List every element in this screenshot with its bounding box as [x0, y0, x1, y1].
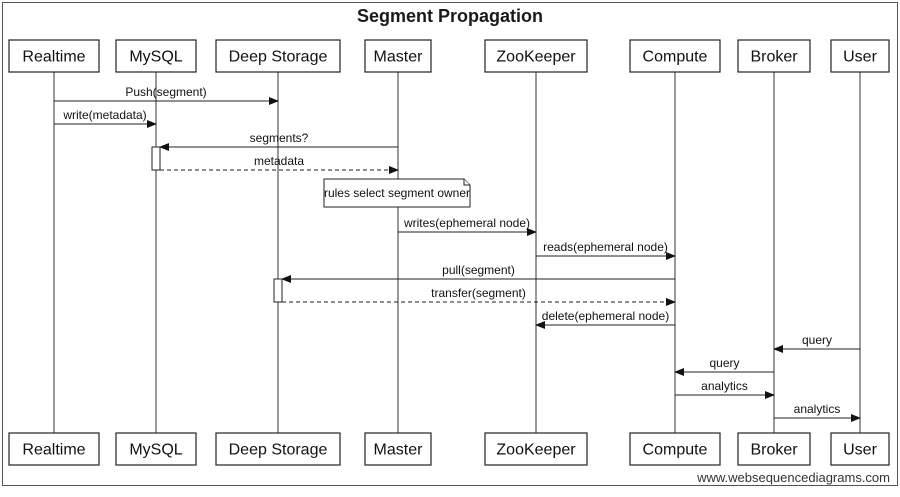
message-8: transfer(segment): [282, 286, 676, 306]
participant-broker-bottom: Broker: [737, 432, 811, 466]
message-label: analytics: [701, 379, 748, 393]
participant-label: Broker: [750, 49, 798, 66]
message-12: analytics: [675, 379, 775, 399]
participant-deepstorage-top: Deep Storage: [215, 39, 341, 73]
message-3: segments?: [159, 131, 398, 151]
participant-broker-top: Broker: [737, 39, 811, 73]
message-13: analytics: [774, 402, 861, 422]
participant-compute-bottom: Compute: [629, 432, 721, 466]
participant-label: Master: [374, 442, 424, 459]
message-label: pull(segment): [442, 263, 515, 277]
message-10: query: [773, 333, 860, 353]
message-6: reads(ephemeral node): [536, 240, 676, 260]
participant-label: Master: [374, 49, 424, 66]
note-rules: rules select segment owner: [323, 178, 471, 208]
diagram-frame: [2, 2, 898, 486]
participant-realtime-bottom: Realtime: [8, 432, 100, 466]
participant-label: ZooKeeper: [496, 49, 576, 66]
participant-realtime-top: Realtime: [8, 39, 100, 73]
participant-label: MySQL: [129, 442, 182, 459]
participant-zookeeper-top: ZooKeeper: [484, 39, 588, 73]
message-label: write(metadata): [62, 108, 146, 122]
message-11: query: [674, 356, 774, 376]
watermark-text: www.websequencediagrams.com: [697, 470, 890, 485]
message-label: delete(ephemeral node): [542, 309, 669, 323]
diagram-title: Segment Propagation: [356, 6, 544, 26]
participant-zookeeper-bottom: ZooKeeper: [484, 432, 588, 466]
activation-bar-mysql: [151, 146, 161, 171]
message-label: query: [802, 333, 832, 347]
participant-compute-top: Compute: [629, 39, 721, 73]
participant-user-bottom: User: [830, 432, 890, 466]
participant-label: Deep Storage: [229, 442, 328, 459]
message-label: transfer(segment): [431, 286, 526, 300]
message-5: writes(ephemeral node): [398, 216, 537, 236]
message-label: segments?: [250, 131, 309, 145]
participant-label: Compute: [643, 49, 708, 66]
participant-user-top: User: [830, 39, 890, 73]
message-2: write(metadata): [54, 108, 157, 128]
activation-bar-deepstorage: [273, 278, 283, 303]
participant-master-top: Master: [364, 39, 432, 73]
message-4: metadata: [160, 154, 399, 174]
participant-label: Compute: [643, 442, 708, 459]
participant-label: Realtime: [22, 442, 85, 459]
participant-label: Broker: [750, 442, 798, 459]
participant-label: User: [843, 442, 877, 459]
message-label: writes(ephemeral node): [403, 216, 530, 230]
participant-mysql-bottom: MySQL: [115, 432, 197, 466]
participant-label: User: [843, 49, 877, 66]
message-label: Push(segment): [125, 85, 206, 99]
participant-label: Deep Storage: [229, 49, 328, 66]
message-9: delete(ephemeral node): [535, 309, 675, 329]
message-7: pull(segment): [281, 263, 675, 283]
participant-master-bottom: Master: [364, 432, 432, 466]
message-label: query: [709, 356, 739, 370]
note-text: rules select segment owner: [324, 186, 470, 200]
participant-deepstorage-bottom: Deep Storage: [215, 432, 341, 466]
message-label: analytics: [794, 402, 841, 416]
participant-label: MySQL: [129, 49, 182, 66]
message-label: reads(ephemeral node): [543, 240, 668, 254]
participant-label: Realtime: [22, 49, 85, 66]
message-label: metadata: [254, 154, 304, 168]
message-1: Push(segment): [54, 85, 279, 105]
participant-mysql-top: MySQL: [115, 39, 197, 73]
participant-label: ZooKeeper: [496, 442, 576, 459]
